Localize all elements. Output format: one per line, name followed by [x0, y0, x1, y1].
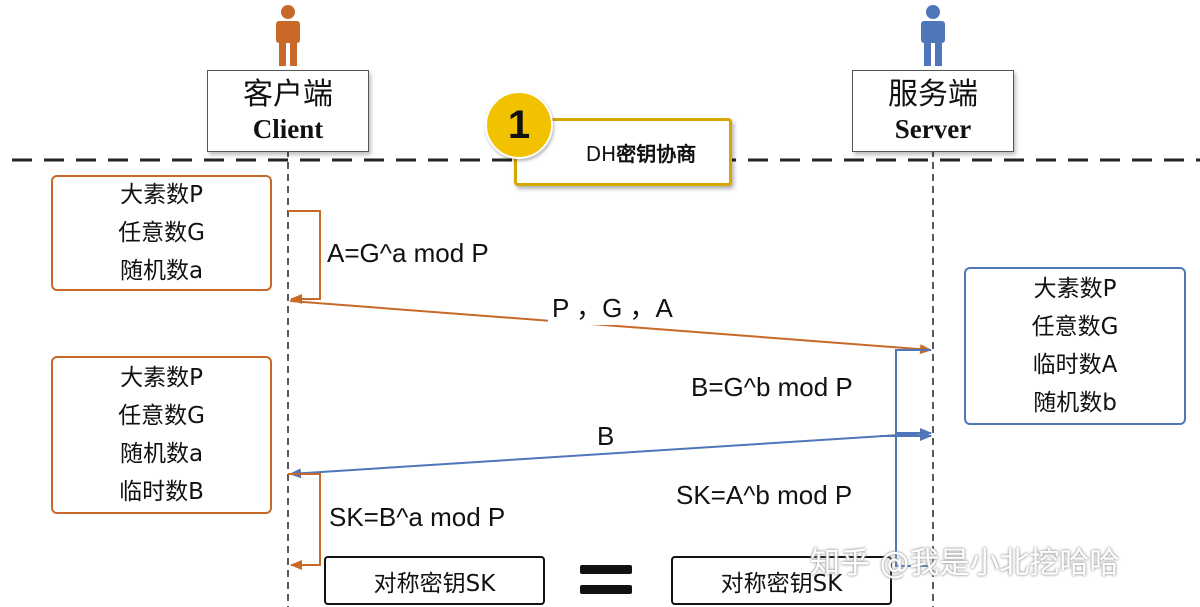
- server-actor-box: 服务端 Server: [852, 70, 1014, 152]
- param-item: 任意数G: [118, 220, 205, 246]
- client-name-en: Client: [252, 114, 324, 144]
- watermark: 知乎 @我是小北挖哈哈: [810, 546, 1120, 581]
- send-PGA-arrow: [289, 300, 932, 355]
- server-sk-label: SK=A^b mod P: [676, 480, 853, 510]
- client-params-box-1: 大素数P 任意数G 随机数a: [51, 175, 272, 291]
- step-number-badge: 1: [485, 91, 553, 159]
- param-item: 随机数a: [119, 441, 204, 467]
- server-params-box: 大素数P 任意数G 临时数A 随机数b: [964, 267, 1186, 425]
- client-name-cn: 客户端: [243, 77, 333, 112]
- param-item: 大素数P: [120, 182, 203, 208]
- client-symmetric-key: 对称密钥SK: [324, 556, 545, 605]
- server-compute-bracket: [895, 349, 931, 567]
- server-name-en: Server: [894, 114, 972, 144]
- param-item: 临时数A: [1032, 352, 1118, 378]
- client-actor-box: 客户端 Client: [207, 70, 369, 152]
- param-item: 任意数G: [118, 403, 205, 429]
- server-person-icon: [921, 5, 945, 66]
- client-person-icon: [276, 5, 300, 66]
- step-title-main: 密钥协商: [616, 141, 697, 166]
- server-name-cn: 服务端: [888, 77, 978, 112]
- compute-SK-loop: [288, 473, 321, 570]
- send-PGA-label: P ，G ，A: [548, 288, 677, 325]
- param-item: 随机数a: [119, 258, 204, 284]
- client-params-box-2: 大素数P 任意数G 随机数a 临时数B: [51, 356, 272, 514]
- compute-B-label: B=G^b mod P: [691, 372, 853, 402]
- param-item: 任意数G: [1031, 314, 1119, 340]
- param-item: 大素数P: [1033, 276, 1117, 302]
- param-item: 临时数B: [119, 479, 204, 505]
- step-title-box: DH密钥协商: [514, 118, 732, 186]
- compute-A-label: A=G^a mod P: [327, 238, 489, 268]
- compute-A-loop: [288, 210, 321, 304]
- param-item: 大素数P: [120, 365, 203, 391]
- client-sk-label: SK=B^a mod P: [329, 502, 506, 532]
- step-title-prefix: DH: [585, 141, 617, 166]
- param-item: 随机数b: [1033, 390, 1117, 416]
- send-B-arrow: [289, 432, 932, 479]
- server-symmetric-key: 对称密钥SK: [671, 556, 892, 605]
- equals-icon: [580, 565, 632, 605]
- send-B-label: B: [594, 421, 618, 452]
